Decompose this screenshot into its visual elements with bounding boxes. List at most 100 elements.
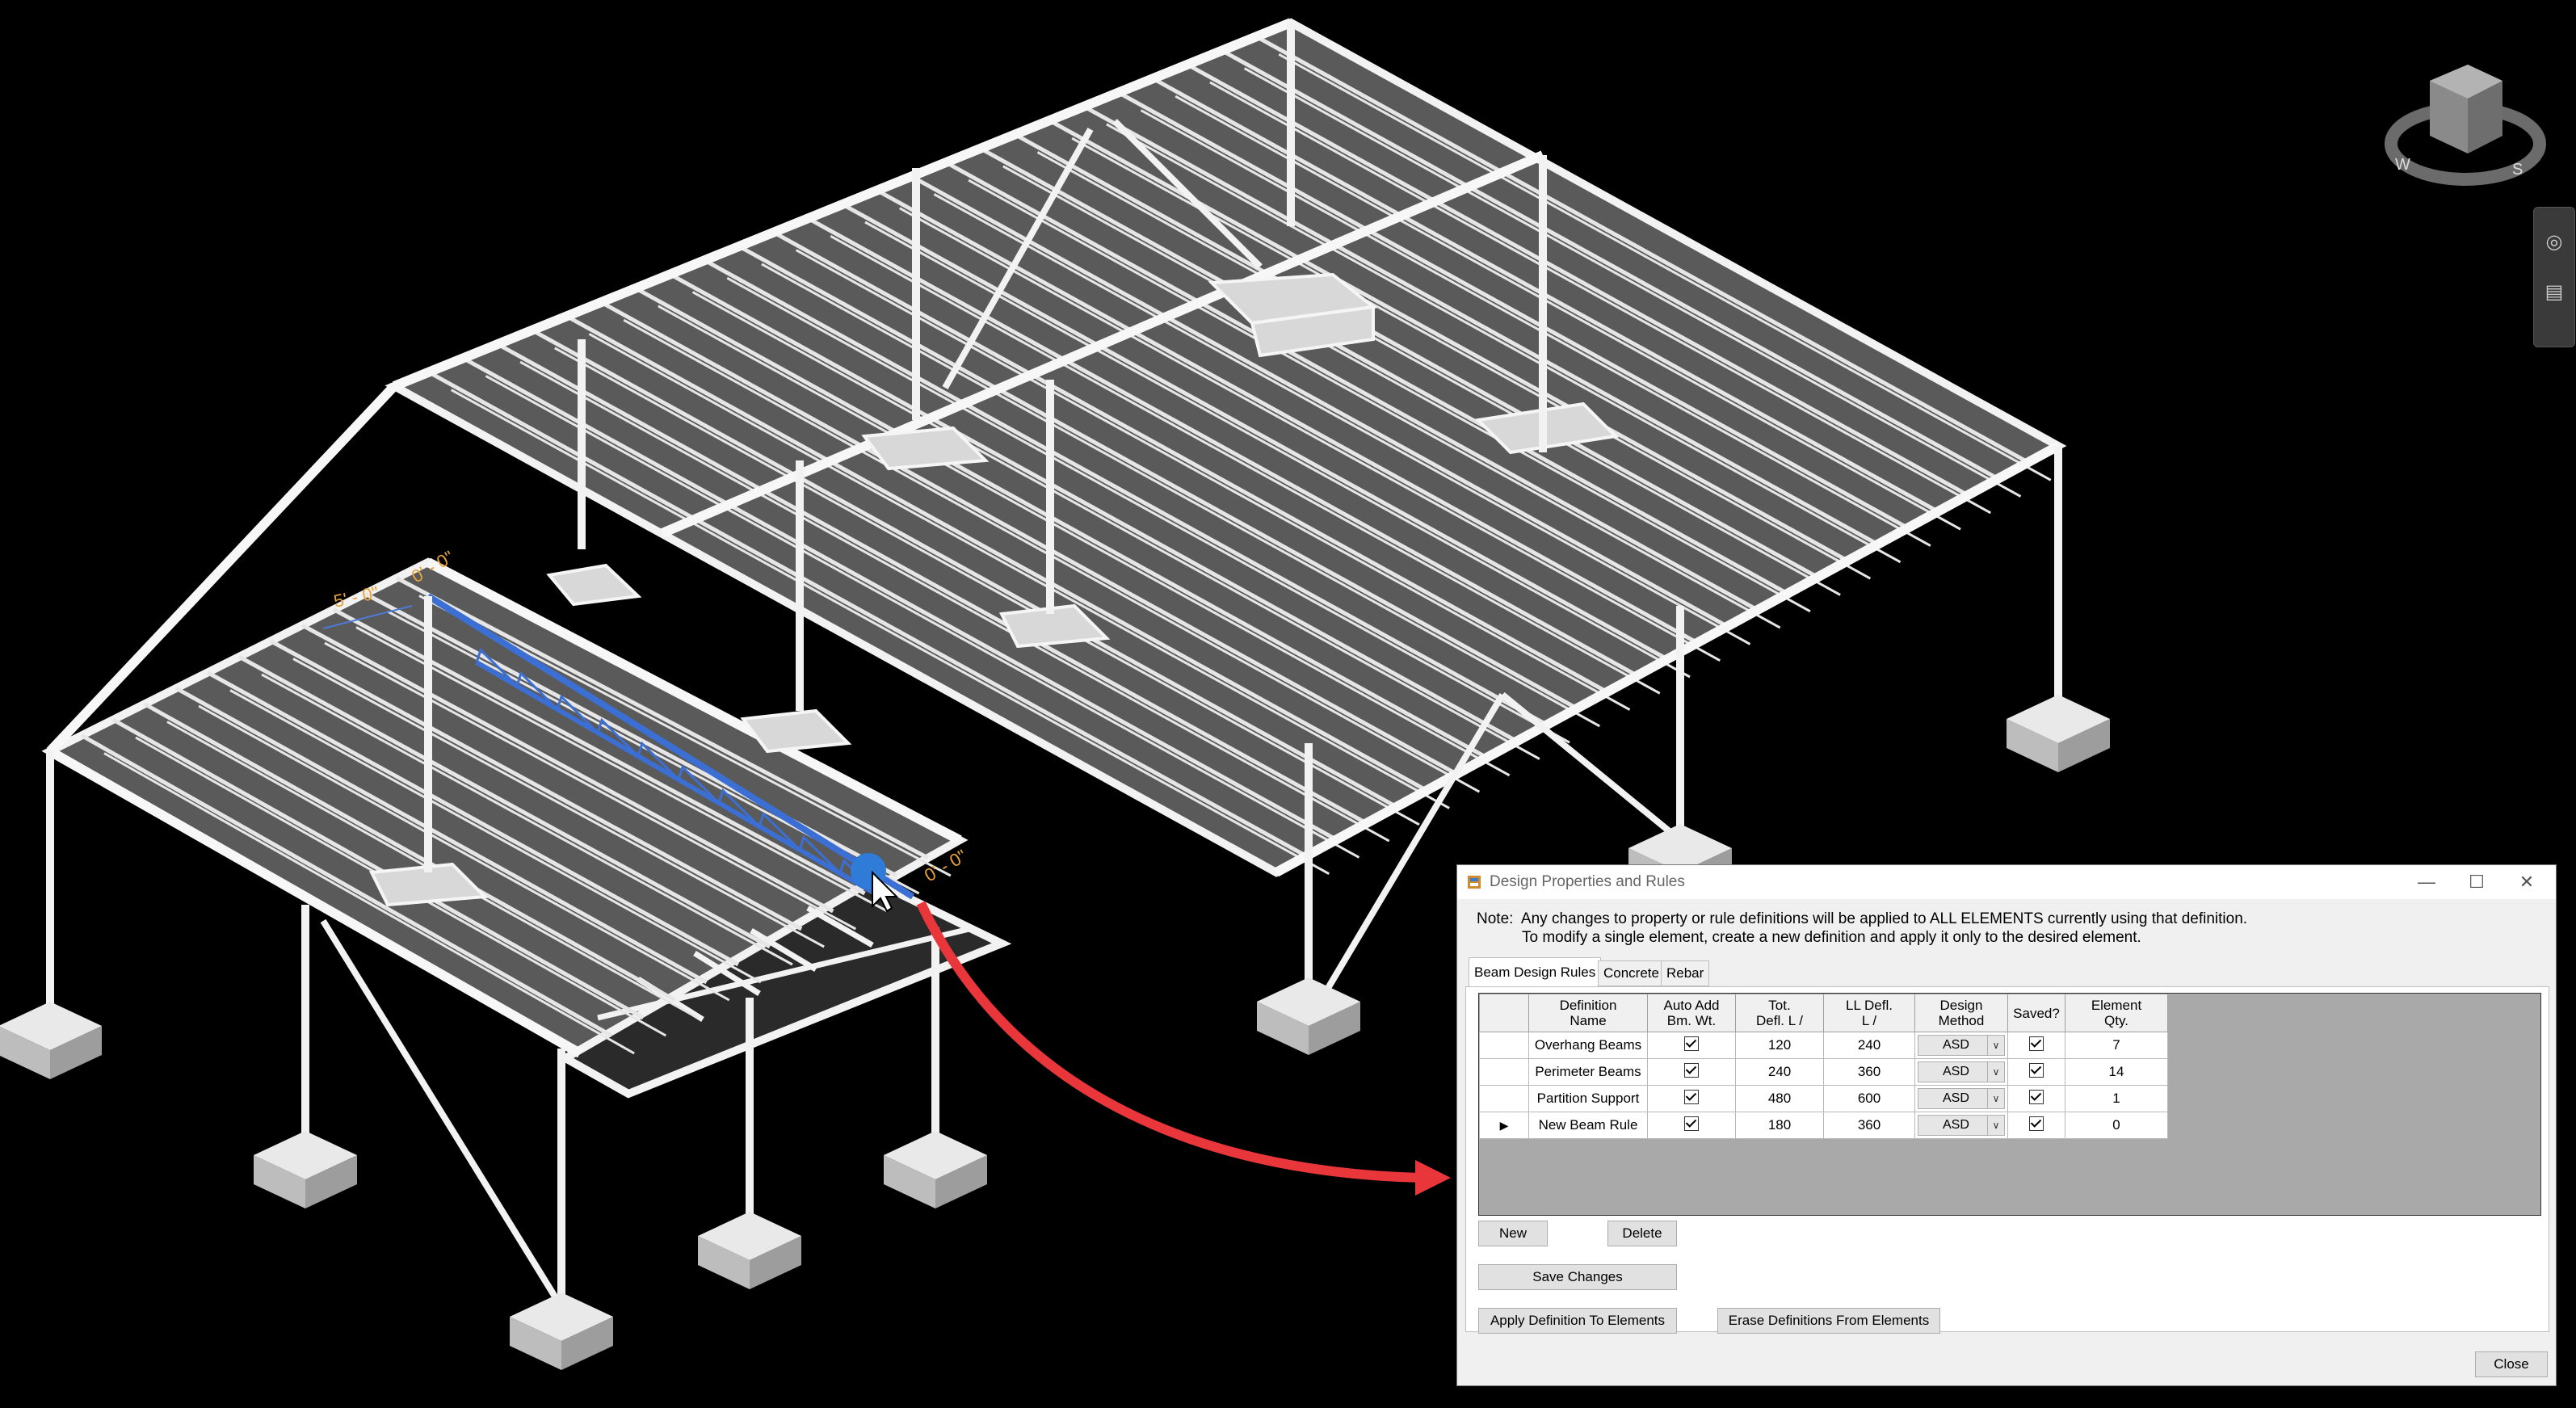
- steering-wheel-icon[interactable]: ◎: [2545, 231, 2563, 253]
- cell-tot-defl[interactable]: 240: [1735, 1058, 1824, 1086]
- cell-design-method[interactable]: ASD∨: [1914, 1085, 2008, 1112]
- cell-definition-name[interactable]: New Beam Rule: [1528, 1112, 1648, 1139]
- dialog-title: Design Properties and Rules: [1490, 873, 1685, 890]
- cell-saved[interactable]: [2007, 1032, 2065, 1059]
- cell-tot-defl[interactable]: 180: [1735, 1112, 1824, 1139]
- row-selector[interactable]: ▶: [1479, 1112, 1529, 1139]
- footing-side: [698, 1236, 750, 1289]
- footing-side: [2007, 719, 2058, 772]
- cell-ll-defl[interactable]: 360: [1823, 1112, 1915, 1139]
- cell-design-method[interactable]: ASD∨: [1914, 1058, 2008, 1086]
- footing-side: [561, 1317, 613, 1370]
- cell-auto-add[interactable]: [1647, 1085, 1736, 1112]
- compass-w: W: [2395, 156, 2410, 174]
- viewcube[interactable]: W S: [2385, 65, 2546, 186]
- apply-definition-button[interactable]: Apply Definition To Elements: [1478, 1308, 1677, 1334]
- cell-ll-defl[interactable]: 240: [1823, 1032, 1915, 1059]
- footing-side: [884, 1155, 935, 1208]
- design-method-select[interactable]: ASD∨: [1918, 1115, 2005, 1136]
- erase-definitions-button[interactable]: Erase Definitions From Elements: [1717, 1308, 1940, 1334]
- pan-zoom-icon[interactable]: ▤: [2544, 281, 2564, 303]
- cell-ll-defl[interactable]: 600: [1823, 1085, 1915, 1112]
- header-text: Auto Add: [1663, 998, 1720, 1013]
- auto-add-checkbox[interactable]: [1684, 1062, 1699, 1078]
- maximize-button[interactable]: ☐: [2469, 872, 2485, 892]
- joist: [143, 702, 676, 1002]
- header-text: L /: [1861, 1013, 1877, 1028]
- cell-auto-add[interactable]: [1647, 1058, 1736, 1086]
- cell-tot-defl[interactable]: 120: [1735, 1032, 1824, 1059]
- row-selector[interactable]: [1479, 1032, 1529, 1059]
- joist-chord: [864, 221, 1691, 679]
- chevron-down-icon[interactable]: ∨: [1987, 1116, 2004, 1135]
- title-bar[interactable]: Design Properties and Rules — ☐ ✕: [1457, 865, 2556, 899]
- cell-ll-defl[interactable]: 360: [1823, 1058, 1915, 1086]
- close-button[interactable]: Close: [2475, 1351, 2548, 1377]
- tab-beam-design-rules[interactable]: Beam Design Rules: [1469, 957, 1602, 988]
- joist-chord: [1002, 165, 1811, 613]
- footing-top: [254, 1131, 357, 1179]
- cell-definition-name[interactable]: Partition Support: [1528, 1085, 1648, 1112]
- auto-add-checkbox[interactable]: [1684, 1089, 1699, 1104]
- joist: [332, 607, 866, 896]
- auto-add-checkbox[interactable]: [1684, 1116, 1699, 1131]
- equipment-pads: [368, 272, 1620, 907]
- chevron-down-icon[interactable]: ∨: [1987, 1062, 2004, 1082]
- design-method-select[interactable]: ASD∨: [1918, 1061, 2005, 1082]
- chevron-down-icon[interactable]: ∨: [1987, 1036, 2004, 1055]
- footing-top: [698, 1212, 801, 1260]
- tab-rebar[interactable]: Rebar: [1661, 960, 1710, 986]
- chevron-down-icon[interactable]: ∨: [1987, 1089, 2004, 1108]
- saved-checkbox[interactable]: [2029, 1036, 2044, 1051]
- cell-design-method[interactable]: ASD∨: [1914, 1112, 2008, 1139]
- cell-saved[interactable]: [2007, 1085, 2065, 1112]
- cell-auto-add[interactable]: [1647, 1112, 1736, 1139]
- col-tot-defl[interactable]: Tot.Defl. L /: [1735, 994, 1824, 1032]
- cell-saved[interactable]: [2007, 1058, 2065, 1086]
- row-selector[interactable]: [1479, 1058, 1529, 1086]
- col-ll-defl[interactable]: LL Defl.L /: [1823, 994, 1915, 1032]
- save-changes-button[interactable]: Save Changes: [1478, 1264, 1677, 1290]
- joist: [237, 654, 771, 949]
- footing-side: [510, 1317, 561, 1370]
- auto-add-checkbox[interactable]: [1684, 1036, 1699, 1051]
- delete-button[interactable]: Delete: [1607, 1221, 1677, 1246]
- design-method-select[interactable]: ASD∨: [1918, 1035, 2005, 1056]
- joist: [80, 733, 613, 1038]
- saved-checkbox[interactable]: [2029, 1089, 2044, 1104]
- saved-checkbox[interactable]: [2029, 1116, 2044, 1131]
- cell-definition-name[interactable]: Overhang Beams: [1528, 1032, 1648, 1059]
- cell-element-qty: 1: [2065, 1085, 2168, 1112]
- header-text: Bm. Wt.: [1666, 1013, 1717, 1028]
- cell-definition-name[interactable]: Perimeter Beams: [1528, 1058, 1648, 1086]
- saved-checkbox[interactable]: [2029, 1062, 2044, 1078]
- footing-top: [1628, 824, 1732, 872]
- tab-concrete[interactable]: Concrete: [1598, 960, 1665, 986]
- joist: [738, 244, 1578, 711]
- cell-design-method[interactable]: ASD∨: [1914, 1032, 2008, 1059]
- row-selector[interactable]: [1479, 1085, 1529, 1112]
- design-method-select[interactable]: ASD∨: [1918, 1088, 2005, 1109]
- col-saved[interactable]: Saved?: [2007, 994, 2065, 1032]
- cell-tot-defl[interactable]: 480: [1735, 1085, 1824, 1112]
- joist: [1048, 118, 1849, 563]
- note-line-2: To modify a single element, create a new…: [1522, 929, 2141, 946]
- selected-joist[interactable]: [426, 593, 915, 900]
- new-button[interactable]: New: [1478, 1221, 1548, 1246]
- minimize-button[interactable]: —: [2418, 872, 2435, 892]
- cell-auto-add[interactable]: [1647, 1032, 1736, 1059]
- design-properties-dialog: Design Properties and Rules — ☐ ✕ Note: …: [1456, 864, 2557, 1386]
- joist-chord: [292, 658, 825, 948]
- cell-saved[interactable]: [2007, 1112, 2065, 1139]
- close-window-button[interactable]: ✕: [2519, 872, 2535, 892]
